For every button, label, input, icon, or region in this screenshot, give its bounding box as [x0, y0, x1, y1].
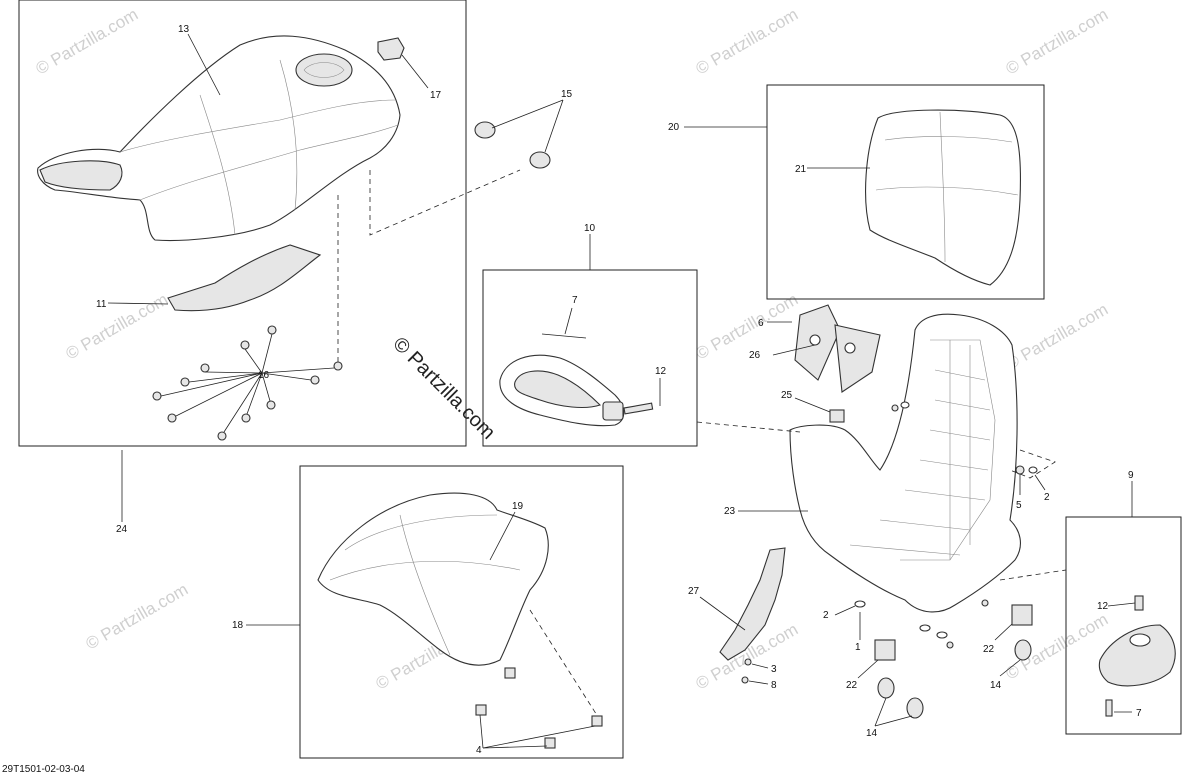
- svg-text:7: 7: [1136, 708, 1142, 719]
- clip-25[interactable]: [829, 409, 845, 423]
- watermark: © Partzilla.com: [83, 580, 192, 654]
- callout-18[interactable]: 18: [232, 620, 244, 631]
- callout-10[interactable]: 10: [584, 223, 596, 234]
- svg-text:22: 22: [846, 680, 858, 691]
- watermark: © Partzilla.com: [33, 5, 142, 79]
- svg-text:21: 21: [795, 164, 807, 175]
- svg-text:17: 17: [430, 90, 442, 101]
- grab-handle[interactable]: [499, 354, 625, 427]
- washer-2[interactable]: [854, 600, 866, 608]
- rubber-feet-14[interactable]: [877, 639, 1032, 719]
- svg-text:19: 19: [512, 501, 524, 512]
- svg-text:12: 12: [1097, 601, 1109, 612]
- watermark: © Partzilla.com: [63, 290, 172, 364]
- footrest-box: [1065, 516, 1182, 735]
- washer-2[interactable]: [1028, 466, 1038, 474]
- svg-text:11: 11: [96, 299, 107, 310]
- seat-group-box: [18, 0, 467, 447]
- screw-8[interactable]: [741, 676, 749, 684]
- bolt-7[interactable]: [1105, 699, 1113, 717]
- callout-20[interactable]: 20: [668, 122, 680, 133]
- callout-24[interactable]: 24: [116, 524, 128, 535]
- svg-text:7: 7: [572, 295, 578, 306]
- screw-5[interactable]: [1015, 465, 1025, 495]
- svg-text:14: 14: [866, 728, 878, 739]
- svg-text:27: 27: [688, 586, 700, 597]
- watermark: © Partzilla.com: [1003, 5, 1112, 79]
- fastener-group-16[interactable]: [152, 325, 343, 441]
- backrest-bracket-26[interactable]: [794, 304, 881, 393]
- svg-text:2: 2: [1044, 492, 1050, 503]
- svg-text:1: 1: [855, 642, 861, 653]
- svg-text:23: 23: [724, 506, 736, 517]
- seat-heat-shield[interactable]: [167, 244, 322, 312]
- seat-latch[interactable]: [377, 37, 405, 61]
- watermark: © Partzilla.com: [693, 5, 802, 79]
- strap-bracket-27[interactable]: [719, 547, 786, 661]
- svg-text:15: 15: [561, 89, 573, 100]
- backrest-cushion[interactable]: [865, 109, 1021, 286]
- svg-text:6: 6: [758, 318, 764, 329]
- svg-text:16: 16: [258, 370, 270, 381]
- seat-frame-23[interactable]: [789, 313, 1021, 613]
- backrest-box: [766, 84, 1045, 300]
- main-seat[interactable]: [37, 35, 401, 242]
- nut-3[interactable]: [744, 658, 752, 666]
- rear-seat-box: [299, 465, 624, 759]
- svg-text:12: 12: [655, 366, 667, 377]
- svg-text:13: 13: [178, 24, 190, 35]
- svg-text:2: 2: [823, 610, 829, 621]
- bolt-12[interactable]: [623, 402, 654, 415]
- svg-text:3: 3: [771, 664, 777, 675]
- callout-9[interactable]: 9: [1128, 470, 1134, 481]
- svg-text:8: 8: [771, 680, 777, 691]
- bump-stop-22[interactable]: [874, 604, 1033, 661]
- grommets-15[interactable]: [474, 121, 551, 169]
- svg-text:4: 4: [476, 745, 482, 756]
- footrest[interactable]: [1098, 595, 1176, 687]
- rear-seat-cushion-19[interactable]: [317, 492, 549, 666]
- svg-text:25: 25: [781, 390, 793, 401]
- clips-4[interactable]: [475, 667, 603, 749]
- svg-text:14: 14: [990, 680, 1002, 691]
- svg-text:26: 26: [749, 350, 761, 361]
- watermark: © Partzilla.com: [1003, 300, 1112, 374]
- svg-text:5: 5: [1016, 500, 1022, 511]
- diagram-code: 29T1501-02-03-04: [2, 764, 85, 775]
- svg-text:22: 22: [983, 644, 995, 655]
